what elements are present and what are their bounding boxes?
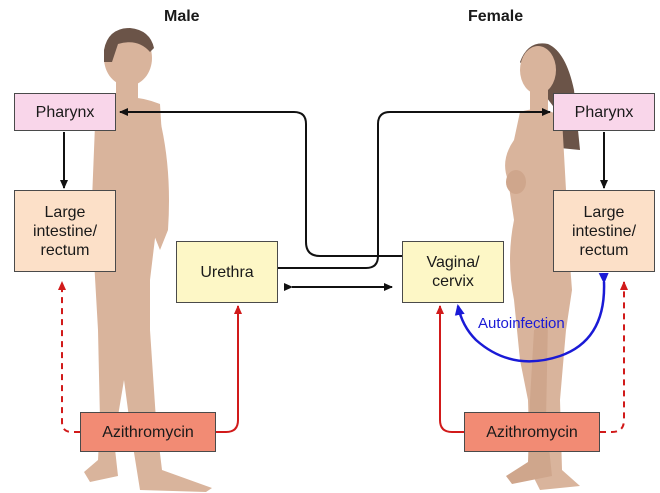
arrow-azithromycin-male-to-urethra	[216, 306, 238, 432]
female-azithromycin-label: Azithromycin	[486, 423, 578, 442]
female-azithromycin-box: Azithromycin	[464, 412, 600, 452]
female-pharynx-box: Pharynx	[553, 93, 655, 131]
male-azithromycin-box: Azithromycin	[80, 412, 216, 452]
female-heading: Female	[468, 8, 523, 26]
urethra-box: Urethra	[176, 241, 278, 303]
vagina-cervix-label: Vagina/ cervix	[426, 253, 479, 291]
urethra-label: Urethra	[200, 263, 253, 282]
male-intestine-box: Large intestine/ rectum	[14, 190, 116, 272]
arrow-azithromycin-male-to-intestine	[62, 282, 80, 432]
female-intestine-label: Large intestine/ rectum	[572, 203, 636, 260]
female-intestine-box: Large intestine/ rectum	[553, 190, 655, 272]
male-pharynx-box: Pharynx	[14, 93, 116, 131]
vagina-cervix-box: Vagina/ cervix	[402, 241, 504, 303]
autoinfection-label: Autoinfection	[478, 315, 565, 332]
male-pharynx-label: Pharynx	[36, 103, 95, 122]
male-azithromycin-label: Azithromycin	[102, 423, 194, 442]
female-pharynx-label: Pharynx	[575, 103, 634, 122]
arrow-azithromycin-female-to-vagina	[440, 306, 464, 432]
male-intestine-label: Large intestine/ rectum	[33, 203, 97, 260]
male-heading: Male	[164, 8, 200, 26]
